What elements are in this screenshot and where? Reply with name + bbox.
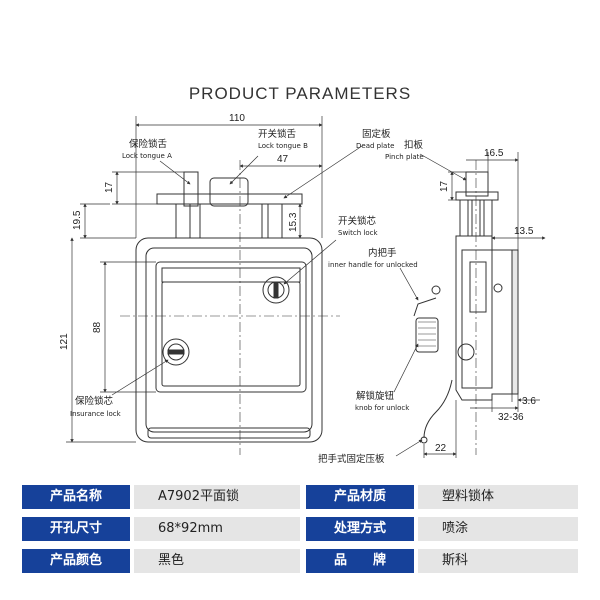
callout-switch-lock-en: Switch lock xyxy=(338,229,378,237)
dim-32-36: 32-36 xyxy=(498,412,524,423)
callout-inner-handle-cn: 内把手 xyxy=(368,247,397,259)
handle-recess xyxy=(155,261,307,393)
callout-lock-tongue-b-en: Lock tongue B xyxy=(258,142,308,150)
side-callouts: 扣板 Pinch plate 内把手 inner handle for unlo… xyxy=(318,139,467,465)
parameter-table: 产品名称 A7902平面锁 产品材质 塑料锁体 开孔尺寸 68*92mm 处理方… xyxy=(22,485,578,575)
page-title: PRODUCT PARAMETERS xyxy=(188,84,412,103)
side-dimension-labels: 16.5 17 13.5 32-36 3.6 22 xyxy=(435,148,536,454)
lock-tongue-a-shape xyxy=(183,171,199,207)
param-label: 产品材质 xyxy=(306,485,414,509)
dim-17-front: 17 xyxy=(104,181,115,193)
dim-15-3: 15.3 xyxy=(288,212,299,232)
table-row: 产品名称 A7902平面锁 产品材质 塑料锁体 xyxy=(22,485,578,509)
side-dimensions xyxy=(423,152,546,458)
dim-110: 110 xyxy=(229,113,245,124)
callout-inner-handle-en: inner handle for unlocked xyxy=(328,261,418,269)
dim-17-side: 17 xyxy=(439,180,450,192)
dim-22: 22 xyxy=(435,443,447,454)
table-row: 开孔尺寸 68*92mm 处理方式 喷涂 xyxy=(22,517,578,541)
insurance-lock-shape xyxy=(162,338,190,366)
dim-16-5: 16.5 xyxy=(484,148,504,159)
callout-switch-lock-cn: 开关锁芯 xyxy=(338,215,377,227)
knob-shape xyxy=(415,317,439,353)
callout-lock-tongue-a-en: Lock tongue A xyxy=(122,152,172,160)
dim-121: 121 xyxy=(59,333,70,350)
callout-lock-tongue-a-cn: 保险锁舌 xyxy=(129,138,168,150)
pinch-plate-shape xyxy=(465,171,489,197)
callout-pinch-plate-en: Pinch plate xyxy=(385,153,424,161)
callout-knob-en: knob for unlock xyxy=(355,404,410,412)
callout-pinch-plate-cn: 扣板 xyxy=(404,139,424,151)
side-body-outline xyxy=(455,235,519,401)
switch-lock-shape xyxy=(262,276,290,304)
dim-13-5: 13.5 xyxy=(514,226,534,237)
callout-handle-plate-cn: 把手式固定压板 xyxy=(318,453,385,465)
callout-dead-plate-cn: 固定板 xyxy=(362,128,391,140)
side-view xyxy=(413,160,519,455)
lock-tongue-b-shape xyxy=(209,177,249,207)
dead-plate-shape xyxy=(156,193,303,205)
callout-lock-tongue-b-cn: 开关锁舌 xyxy=(258,128,297,140)
front-callouts: 保险锁舌 Lock tongue A 开关锁舌 Lock tongue B 固定… xyxy=(70,128,394,418)
param-value: 塑料锁体 xyxy=(418,485,578,509)
param-label: 品 牌 xyxy=(306,549,414,573)
dim-88: 88 xyxy=(92,321,103,333)
param-value: 喷涂 xyxy=(418,517,578,541)
front-view xyxy=(120,160,340,455)
technical-drawing: 110 47 17 19.5 15.3 88 121 保险锁舌 Lock ton… xyxy=(59,113,546,465)
param-label: 产品名称 xyxy=(22,485,130,509)
dim-47: 47 xyxy=(277,154,289,165)
front-dimensions xyxy=(66,116,323,443)
inner-handle-shape xyxy=(413,297,437,317)
table-row: 产品颜色 黑色 品 牌 斯科 xyxy=(22,549,578,573)
param-value: 斯科 xyxy=(418,549,578,573)
callout-insurance-lock-cn: 保险锁芯 xyxy=(75,395,114,407)
callout-insurance-lock-en: Insurance lock xyxy=(70,410,122,418)
param-value: A7902平面锁 xyxy=(134,485,300,509)
param-label: 产品颜色 xyxy=(22,549,130,573)
callout-dead-plate-en: Dead plate xyxy=(356,142,394,150)
lock-body-outline xyxy=(135,237,323,443)
front-dimension-labels: 110 47 17 19.5 15.3 88 121 xyxy=(59,113,299,350)
param-label: 开孔尺寸 xyxy=(22,517,130,541)
fixing-plate-shape xyxy=(423,379,453,439)
param-value: 黑色 xyxy=(134,549,300,573)
dim-3-6: 3.6 xyxy=(522,396,536,407)
dim-19-5: 19.5 xyxy=(72,210,83,230)
param-label: 处理方式 xyxy=(306,517,414,541)
callout-knob-cn: 解锁旋钮 xyxy=(356,390,395,402)
param-value: 68*92mm xyxy=(134,517,300,541)
